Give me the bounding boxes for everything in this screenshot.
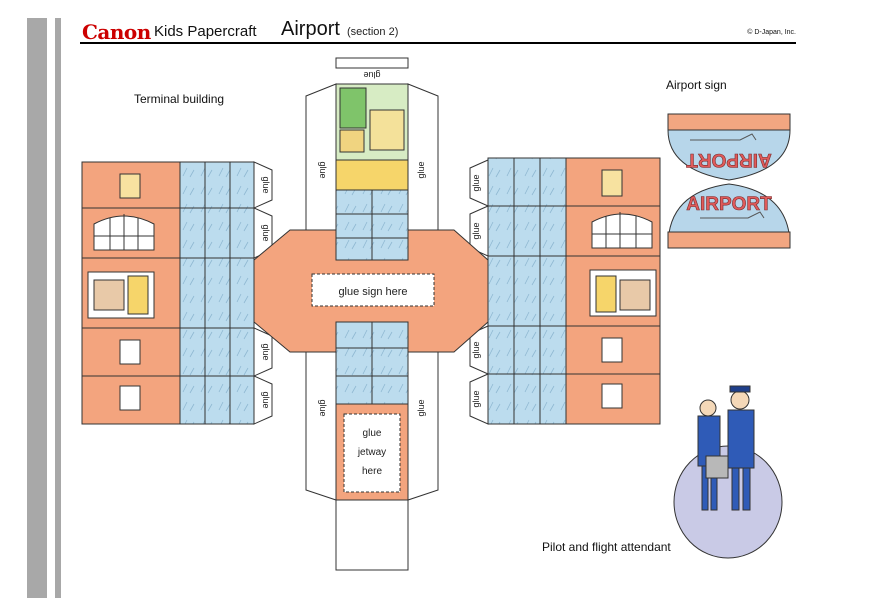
center-column xyxy=(305,57,439,571)
terminal-building-label: Terminal building xyxy=(134,92,225,106)
svg-text:glue: glue xyxy=(416,399,426,416)
margin-bar-thick xyxy=(27,18,47,598)
center-sign-strip xyxy=(335,159,409,191)
right-wing xyxy=(469,157,661,425)
page-title: Airport xyxy=(281,18,340,40)
page-header: Canon Kids Papercraft Airport (section 2… xyxy=(80,18,796,44)
airport-sign-label: Airport sign xyxy=(666,78,727,92)
svg-text:glue: glue xyxy=(261,391,271,408)
brand-logo: Canon xyxy=(82,20,151,44)
glue-sign-text: glue sign here xyxy=(338,286,407,298)
sign-band-top xyxy=(667,113,791,131)
svg-text:glue: glue xyxy=(261,176,271,193)
svg-text:jetway: jetway xyxy=(357,447,386,458)
svg-text:glue: glue xyxy=(471,390,481,407)
sign-band-bottom xyxy=(667,231,791,249)
svg-text:glue: glue xyxy=(471,174,481,191)
svg-text:glue: glue xyxy=(261,343,271,360)
sign-text-upside-down: AIRPORT xyxy=(686,149,772,170)
glue-sign-box xyxy=(311,273,435,307)
svg-text:glue: glue xyxy=(471,341,481,358)
right-glue-tabs: glue glue glue glue xyxy=(471,174,481,407)
svg-text:glue: glue xyxy=(363,428,382,439)
left-wing xyxy=(81,161,273,425)
crew-figures xyxy=(673,385,783,559)
svg-text:glue: glue xyxy=(318,161,328,178)
svg-text:here: here xyxy=(362,466,382,477)
left-glue-tabs: glue glue glue glue xyxy=(261,176,271,408)
svg-text:glue: glue xyxy=(471,222,481,239)
margin-bar-thin xyxy=(55,18,61,598)
crew-label: Pilot and flight attendant xyxy=(542,540,671,554)
svg-text:glue: glue xyxy=(318,399,328,416)
section-label: (section 2) xyxy=(347,26,399,38)
center-glue-labels: glue glue glue glue glue xyxy=(318,70,426,417)
sign-text: AIRPORT xyxy=(686,194,772,215)
svg-text:glue: glue xyxy=(416,161,426,178)
left-wing-glass xyxy=(179,161,255,425)
right-wing-glass xyxy=(487,157,567,425)
airport-sign xyxy=(667,113,791,249)
svg-text:glue: glue xyxy=(261,224,271,241)
copyright: © D-Japan, Inc. xyxy=(747,29,796,36)
jetway-glue-text: glue jetway here xyxy=(357,428,386,477)
svg-text:glue: glue xyxy=(363,70,380,80)
product-name: Kids Papercraft xyxy=(154,23,257,40)
